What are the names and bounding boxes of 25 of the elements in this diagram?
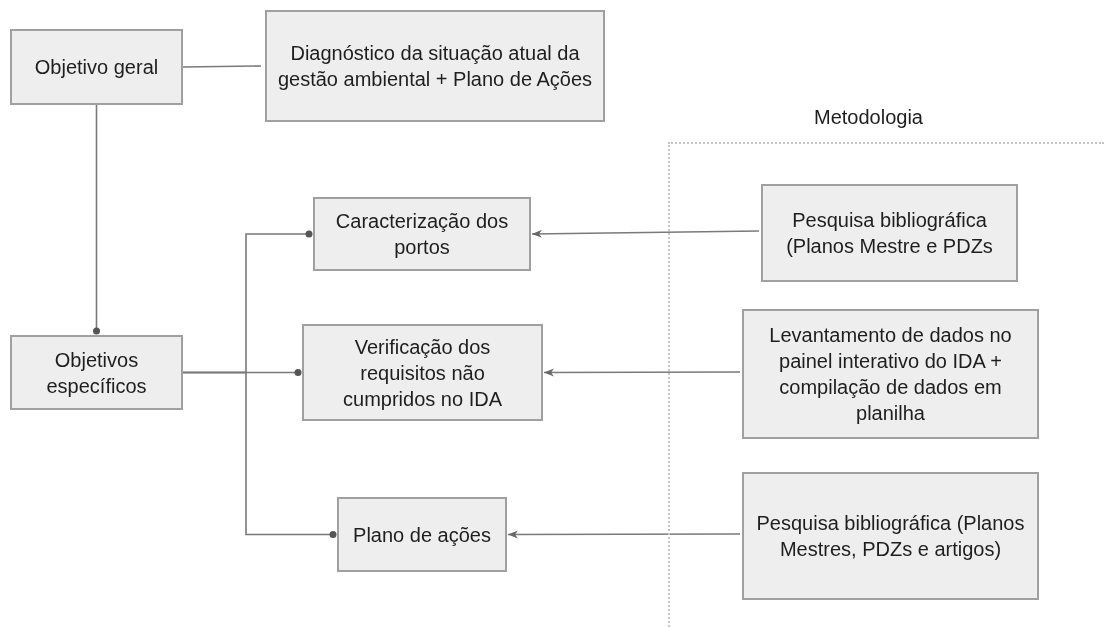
box-text: Pesquisa bibliográfica (Planos Mestre e PDZs [785, 208, 994, 259]
process-box [337, 497, 507, 572]
box-text: Objetivo geral [34, 55, 159, 80]
box-text: Plano de ações [353, 522, 491, 548]
process-box [302, 324, 543, 421]
process-box [313, 197, 531, 271]
process-box [10, 29, 183, 105]
process-box [10, 335, 183, 410]
process-box [742, 309, 1039, 439]
connector [543, 368, 741, 377]
box-text: Levantamento de dados no painel interativo do IDA + compilação de dados em planilha [768, 323, 1013, 426]
box-text: Pesquisa bibliográfica (Planos Mestres, PDZs e artigos) [755, 511, 1026, 562]
connector [182, 65, 262, 68]
process-box [265, 10, 605, 122]
box-text: Caracterização dos portos [334, 209, 510, 260]
process-box [761, 184, 1018, 282]
box-text: Objetivos específicos [45, 347, 148, 399]
region-heading: Metodologia [814, 105, 923, 130]
connector [182, 371, 337, 538]
process-box [742, 472, 1039, 600]
connector [507, 530, 741, 539]
box-text: Verificação dos requisitos não cumpridos no IDA [342, 334, 503, 412]
connector [93, 104, 100, 335]
box-text: Diagnóstico da situação atual da gestão ambiental + Plano de Ações [276, 41, 594, 92]
connector [531, 229, 760, 238]
